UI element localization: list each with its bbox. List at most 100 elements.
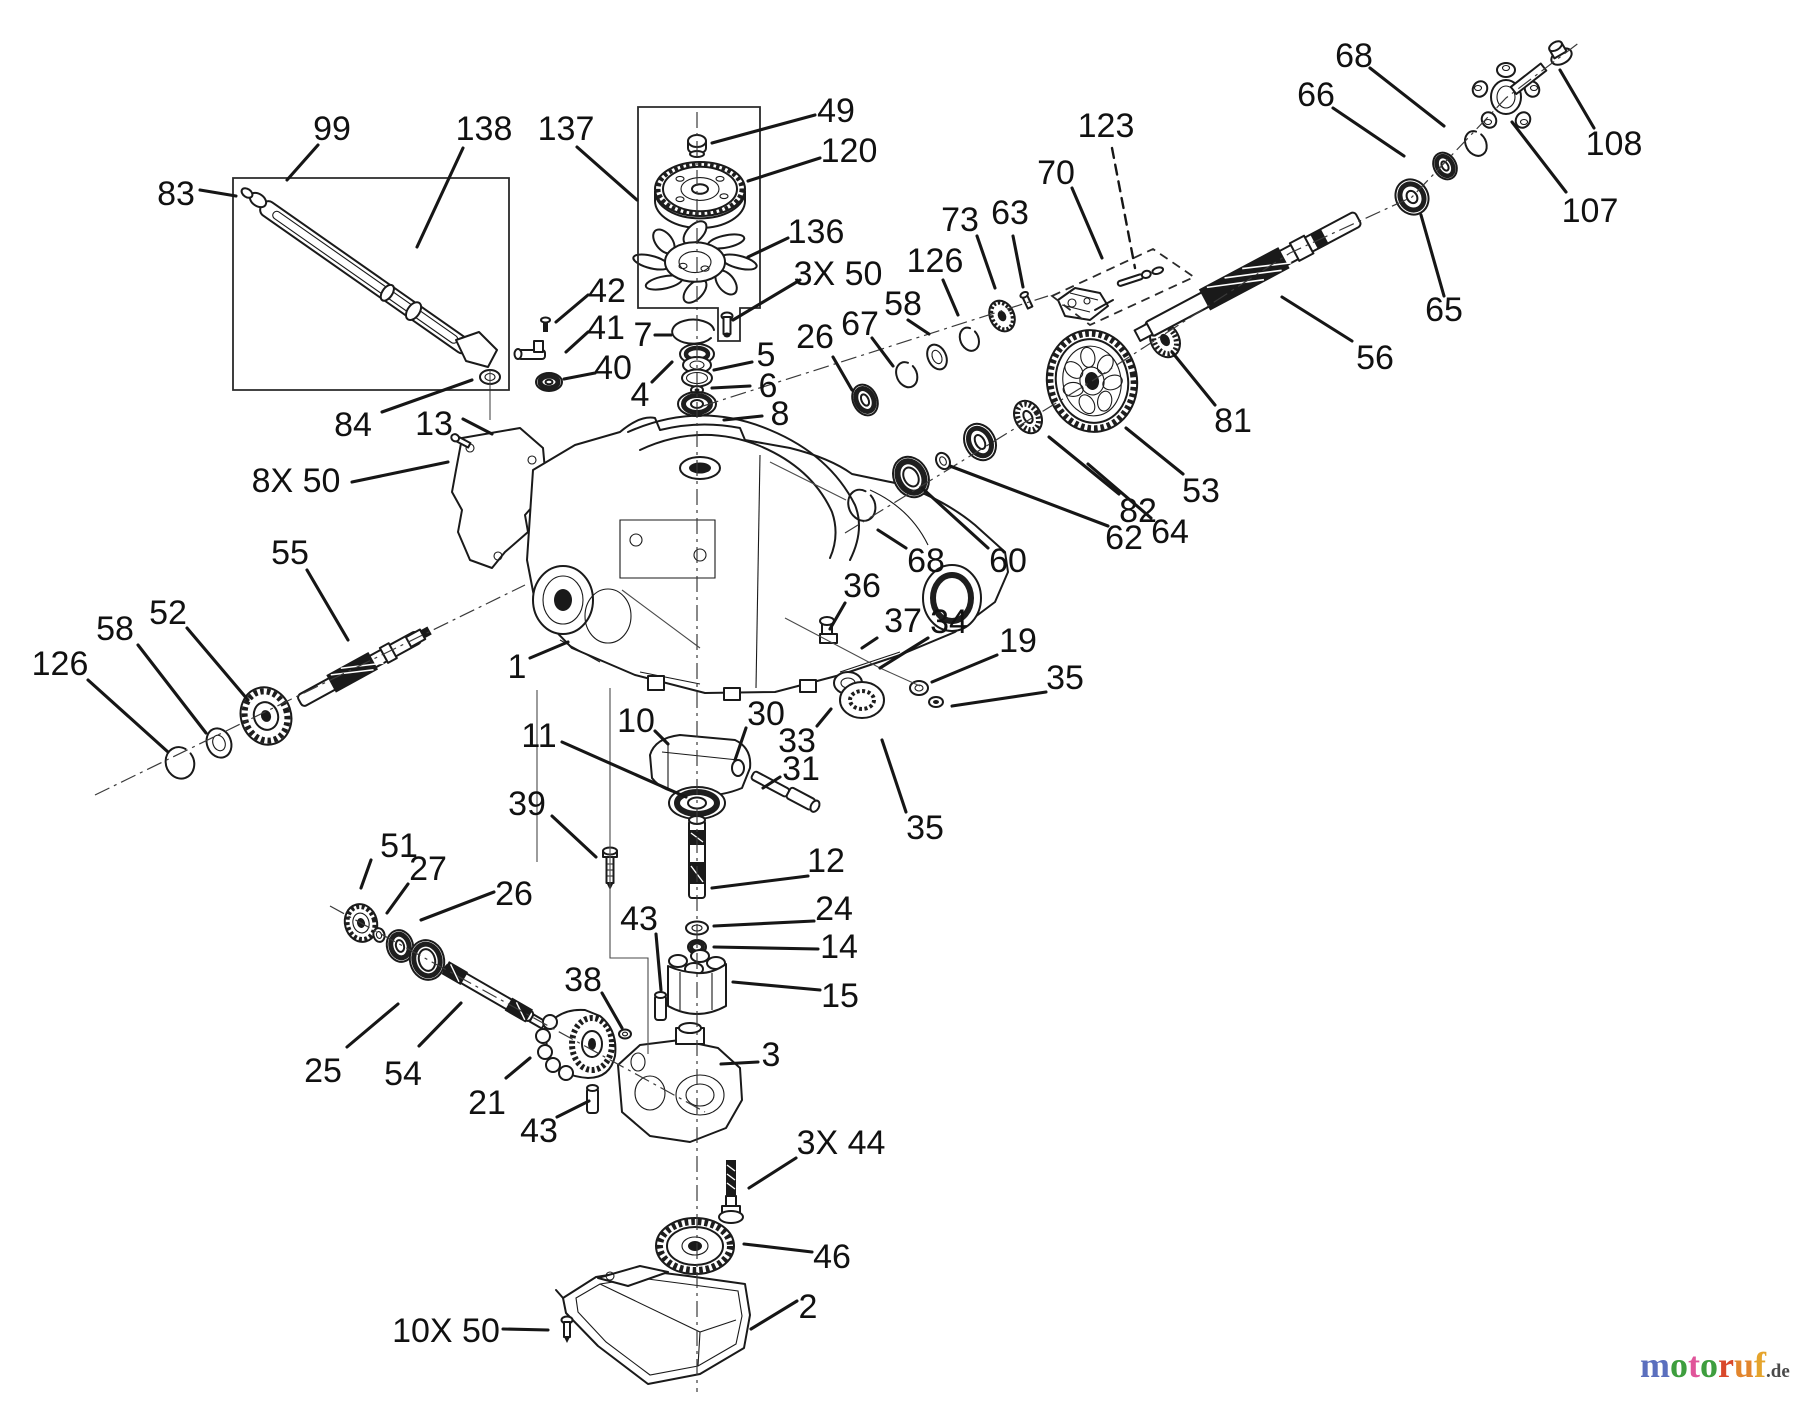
pin-38: [618, 1028, 632, 1040]
callout-leader: [712, 945, 820, 951]
exploded-view-drawing: [164, 40, 1573, 1385]
callout-84: 84: [334, 378, 474, 444]
part-number-label: 26: [796, 318, 834, 356]
callout-68: 68: [1335, 37, 1446, 128]
callout-136: 136: [746, 213, 845, 259]
callout-leader: [719, 1060, 760, 1066]
part-number-label: 84: [334, 406, 372, 444]
vent-fitting-group: [513, 316, 563, 392]
part-number-label: 10: [617, 702, 655, 740]
center-axes: [94, 41, 1581, 1392]
reference-line: [621, 589, 701, 649]
callout-leader: [1368, 66, 1446, 128]
part-number-label: 33: [778, 722, 816, 760]
callout-70: 70: [1037, 154, 1104, 260]
callout-leader: [560, 740, 688, 799]
part-number-label: 35: [1046, 659, 1084, 697]
charge-pump-axis: [329, 905, 706, 1113]
callout-58: 58: [96, 610, 208, 735]
callout-leader: [653, 729, 670, 746]
part-number-label: 55: [271, 534, 309, 572]
watermark-letter: m: [1640, 1345, 1670, 1385]
part-number-label: 137: [538, 110, 595, 148]
part-number-label: 51: [380, 827, 418, 865]
callout-8: 8: [722, 395, 790, 433]
fan-bolt-3x50: [720, 311, 734, 338]
part-number-label: 56: [1356, 339, 1394, 377]
callout-65: 65: [1419, 213, 1463, 329]
reference-line: [609, 688, 649, 1054]
callout-leader: [742, 1242, 814, 1254]
hub-nut-108: [1548, 40, 1573, 66]
callout-leader: [185, 626, 250, 702]
part-number-label: 63: [991, 194, 1029, 232]
callout-82: 82: [1047, 435, 1157, 530]
part-number-label: 123: [1078, 107, 1135, 145]
callout-leader: [285, 143, 320, 182]
watermark-letter: o: [1670, 1345, 1688, 1385]
callout-26: 26: [419, 875, 533, 922]
callout-leader: [733, 726, 748, 762]
axle-axis: [844, 41, 1581, 534]
part-number-label: 38: [564, 961, 602, 999]
bolt-3x44: [718, 1160, 744, 1224]
callout-68: 68: [876, 528, 945, 580]
callout-52: 52: [149, 594, 250, 702]
callout-leader: [710, 384, 752, 390]
input-bevel-axis: [94, 584, 526, 796]
part-number-label: 8: [771, 395, 790, 433]
callout-leader: [712, 360, 754, 372]
part-number-label: 52: [149, 594, 187, 632]
callout-leader: [860, 636, 879, 650]
callout-126: 126: [907, 242, 963, 317]
dowel-pin-43-upper: [654, 991, 667, 1021]
part-number-label: 58: [884, 285, 922, 323]
callout-1: 1: [508, 640, 570, 686]
pump-shaft-12: [688, 815, 706, 899]
callout-3X50: 3X 50: [731, 255, 882, 322]
callout-63: 63: [991, 194, 1029, 289]
callout-35: 35: [950, 659, 1084, 708]
callout-33: 33: [778, 707, 833, 760]
callout-39: 39: [508, 785, 598, 859]
watermark-letter: t: [1688, 1345, 1700, 1385]
callout-34: 34: [878, 603, 968, 670]
axle-bearing-66: [1432, 151, 1458, 181]
callout-leader: [555, 1099, 591, 1119]
callout-leader: [650, 360, 674, 384]
part-number-label: 73: [941, 201, 979, 239]
callout-26: 26: [796, 318, 854, 392]
part-number-label: 31: [782, 750, 820, 788]
callout-leader: [1510, 120, 1568, 194]
part-number-label: 35: [906, 809, 944, 847]
callout-leader: [1280, 295, 1354, 343]
callout-leader: [747, 1156, 798, 1190]
callout-leader: [731, 980, 822, 992]
motoruf-watermark: motoruf.de: [1640, 1344, 1800, 1386]
callout-7: 7: [634, 316, 673, 354]
group-boxes: [232, 106, 1196, 391]
callout-15: 15: [731, 977, 859, 1015]
part-number-label: 2: [799, 1288, 818, 1326]
part-number-label: 7: [634, 316, 653, 354]
callout-40: 40: [562, 349, 632, 387]
part-number-label: 65: [1425, 291, 1463, 329]
callout-138: 138: [415, 110, 512, 249]
callout-leader: [746, 236, 790, 259]
part-number-label: 67: [841, 305, 879, 343]
callout-43: 43: [620, 900, 663, 992]
part-number-label: 68: [1335, 37, 1373, 75]
part-number-label: 12: [807, 842, 845, 880]
part-number-label: 64: [1151, 513, 1189, 551]
input-shaft-washer-stack: [671, 318, 717, 417]
part-number-label: 136: [788, 213, 845, 251]
callout-leader: [415, 146, 465, 249]
part-number-label: 36: [843, 567, 881, 605]
callout-leader: [564, 330, 590, 354]
callout-31: 31: [761, 750, 820, 790]
part-number-label: 120: [821, 132, 878, 170]
part-number-label: 83: [157, 175, 195, 213]
part-number-label: 42: [588, 272, 626, 310]
callout-58: 58: [884, 285, 931, 336]
